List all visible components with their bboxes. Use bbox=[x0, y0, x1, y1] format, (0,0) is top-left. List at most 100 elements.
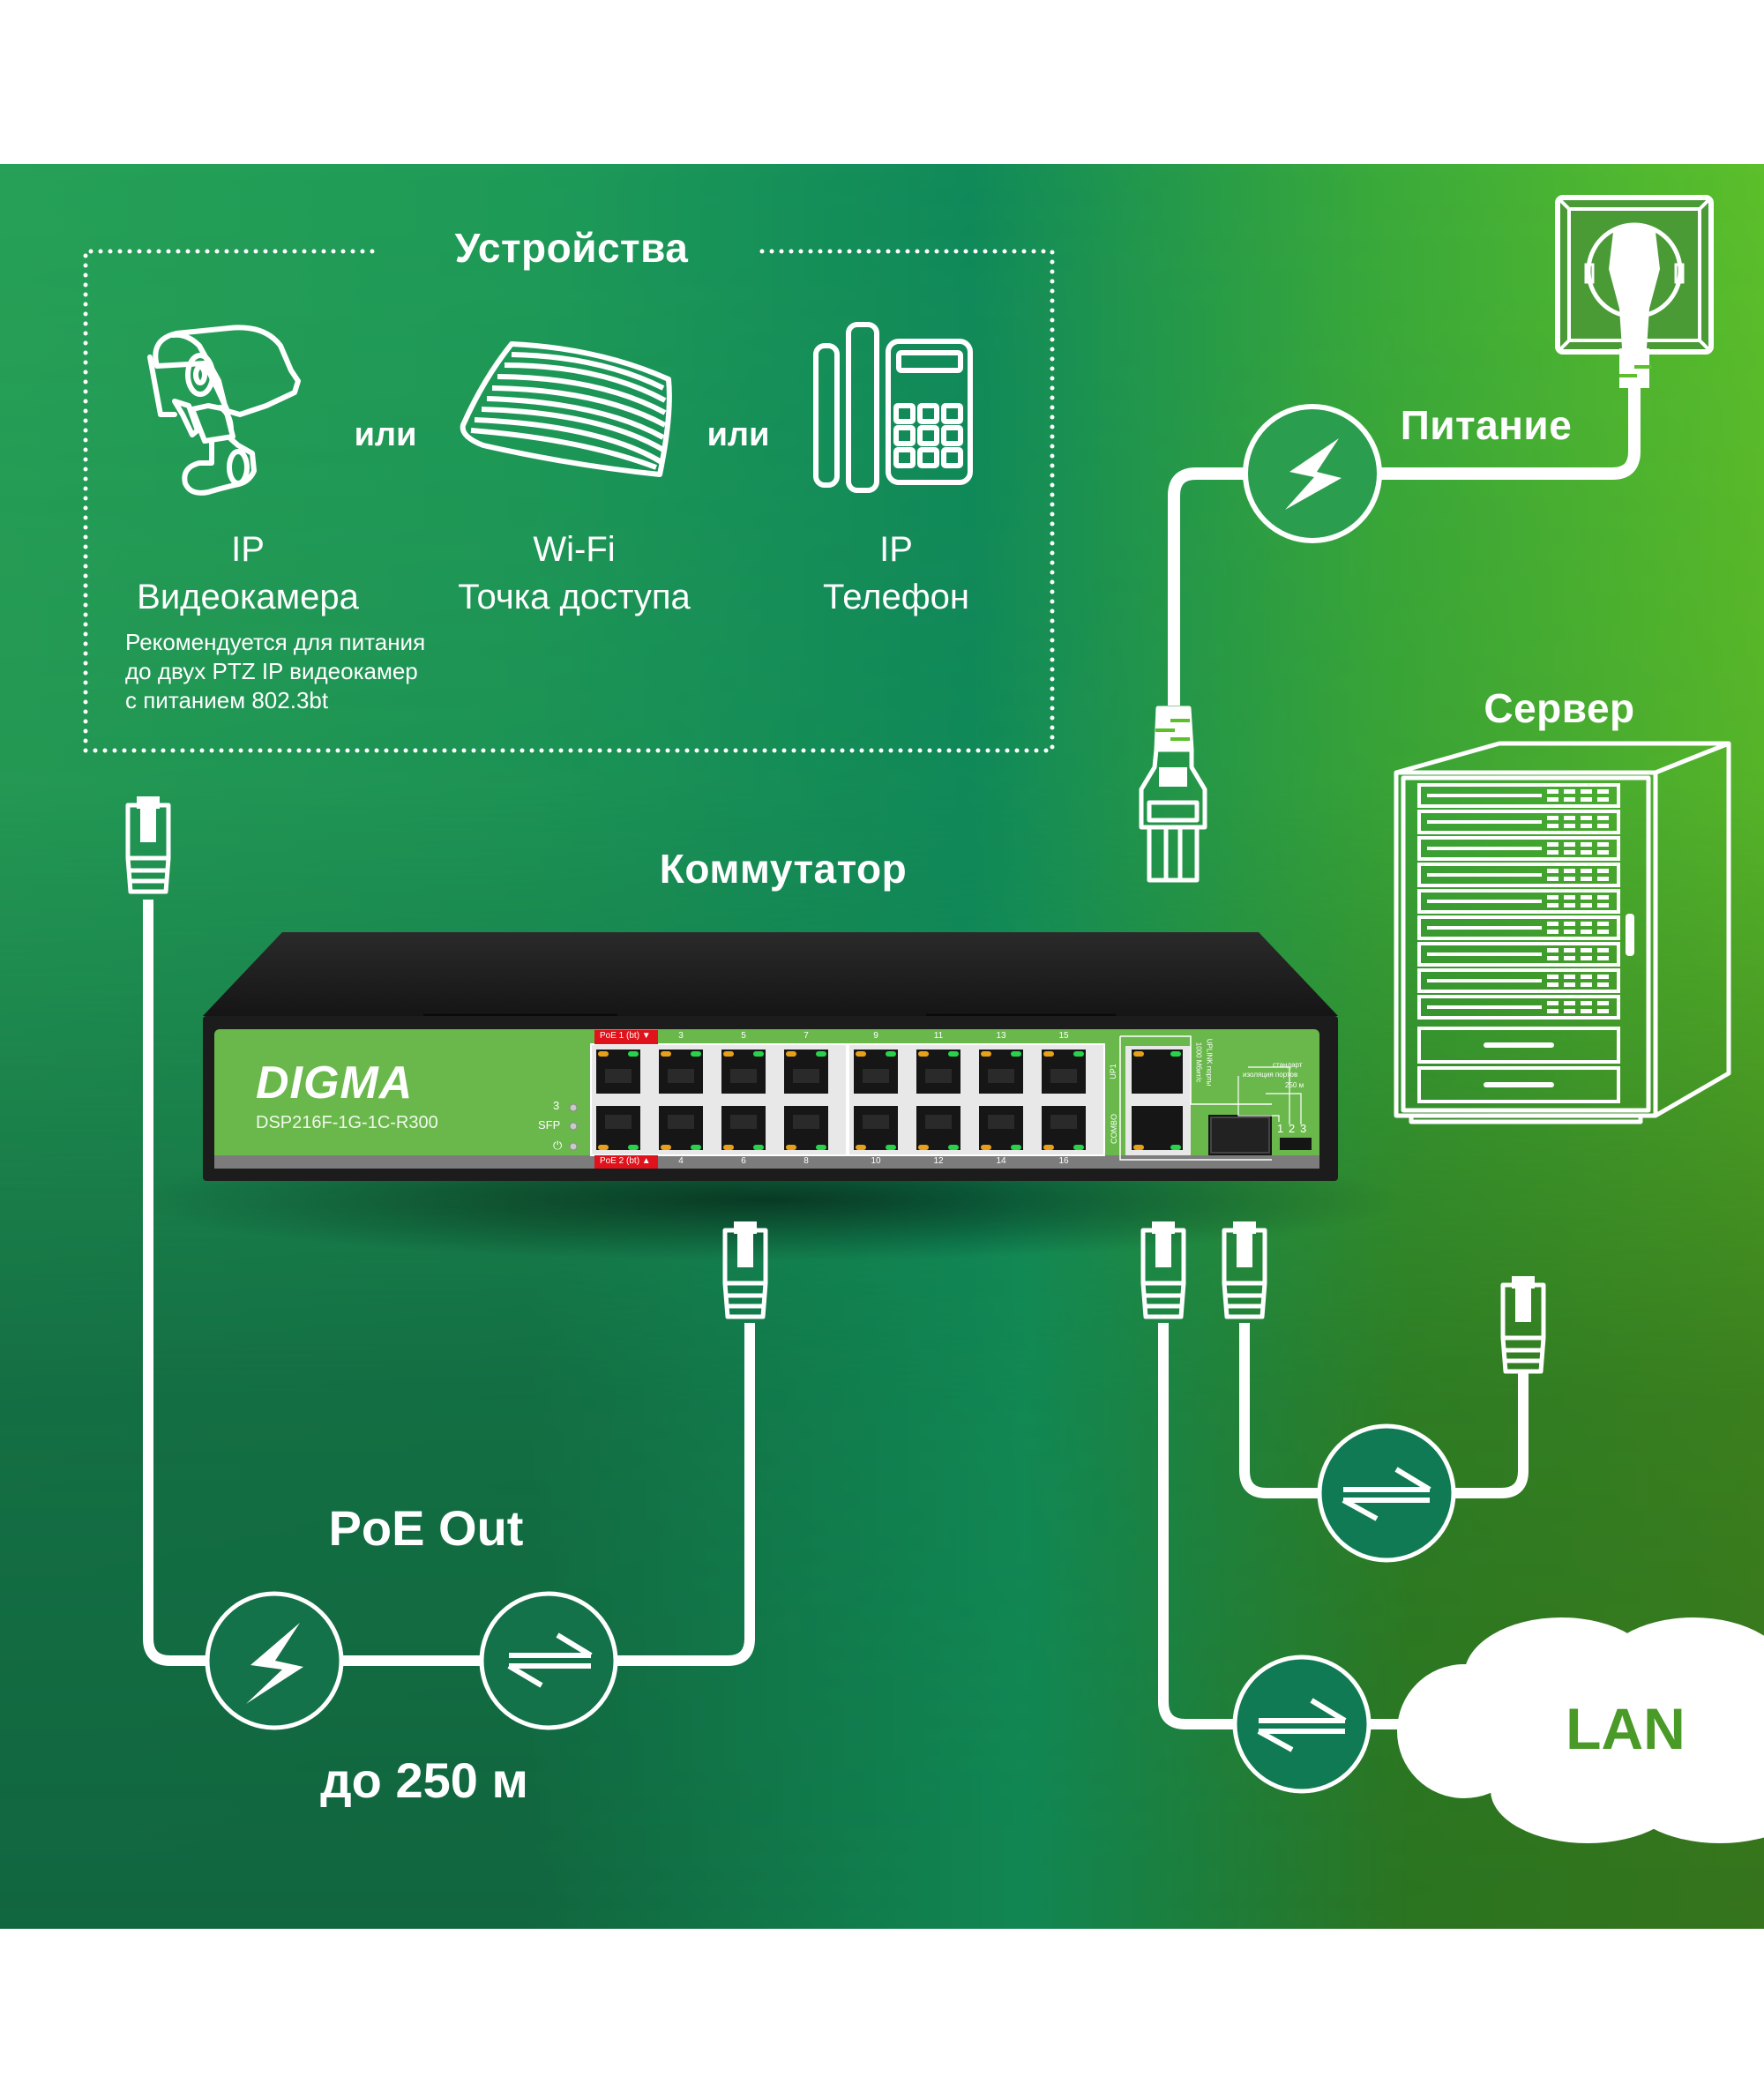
uplink-up1-label: UP1 bbox=[1108, 1064, 1117, 1079]
mode-switch-pos-3: 3 bbox=[1300, 1122, 1307, 1135]
rack-unit-slot bbox=[1427, 1005, 1542, 1009]
poe2-label: PoE 2 (bt) ▲ bbox=[600, 1156, 651, 1166]
port-number: 15 bbox=[1058, 1031, 1069, 1041]
rack-unit-led bbox=[1564, 922, 1575, 926]
rack-unit-led bbox=[1581, 842, 1592, 847]
led-3 bbox=[569, 1103, 578, 1112]
device-camera-label: IP Видеокамера bbox=[137, 526, 359, 621]
port-led-amber bbox=[856, 1145, 866, 1150]
rack-unit-led bbox=[1564, 1001, 1575, 1005]
port-led-green bbox=[691, 1051, 701, 1057]
port-led-green bbox=[753, 1051, 764, 1057]
port-contacts bbox=[730, 1069, 757, 1083]
server-label: Сервер bbox=[1484, 685, 1635, 731]
port-led-green bbox=[1170, 1145, 1181, 1150]
port-contacts bbox=[668, 1115, 694, 1129]
poe1-label: PoE 1 (bt) ▼ bbox=[600, 1031, 651, 1041]
rj45-port-grid bbox=[596, 1050, 1086, 1150]
lightning-icon bbox=[246, 1623, 303, 1704]
device-ap-line1: Wi-Fi bbox=[533, 530, 616, 569]
rj45-connector-icon bbox=[1140, 1221, 1186, 1319]
port-number: 4 bbox=[678, 1156, 684, 1166]
port-led-green bbox=[628, 1145, 639, 1150]
server-rack-icon bbox=[1394, 741, 1731, 1124]
port-led-green bbox=[948, 1051, 959, 1057]
device-ap-line2: Точка доступа bbox=[458, 578, 691, 616]
uplink-port bbox=[1132, 1050, 1183, 1094]
server-rack-handle bbox=[1626, 914, 1634, 956]
port-led-amber bbox=[786, 1145, 796, 1150]
camera-recommendation-note: Рекомендуется для питания до двух PTZ IP… bbox=[125, 628, 425, 715]
port-led-green bbox=[816, 1051, 826, 1057]
led-sfp bbox=[569, 1122, 578, 1131]
port-number: 6 bbox=[741, 1156, 746, 1166]
rack-unit-led bbox=[1547, 842, 1558, 847]
lan-label: LAN bbox=[1566, 1696, 1686, 1761]
rj45-connectors bbox=[125, 796, 1546, 1374]
data-exchange-icon bbox=[1257, 1698, 1347, 1752]
rack-unit-led bbox=[1581, 956, 1592, 960]
port-led-amber bbox=[856, 1051, 866, 1057]
port-contacts bbox=[863, 1115, 889, 1129]
rack-unit-led bbox=[1564, 869, 1575, 873]
rack-unit-led bbox=[1564, 956, 1575, 960]
rack-unit-led bbox=[1547, 816, 1558, 820]
rack-unit-led bbox=[1547, 922, 1558, 926]
port-contacts bbox=[605, 1115, 632, 1129]
port-led-amber bbox=[723, 1145, 734, 1150]
rack-unit bbox=[1417, 968, 1620, 993]
uplink-speed-label: 1000 Мбит/с bbox=[1194, 1042, 1203, 1083]
port-contacts bbox=[925, 1069, 952, 1083]
rack-unit bbox=[1417, 915, 1620, 940]
rack-drawer bbox=[1417, 1066, 1620, 1103]
port-led-amber bbox=[1043, 1145, 1054, 1150]
rack-unit-led bbox=[1564, 816, 1575, 820]
sfp-port bbox=[1210, 1117, 1270, 1154]
rack-unit-led bbox=[1547, 850, 1558, 855]
port-led-amber bbox=[981, 1051, 991, 1057]
lan-data-circle bbox=[1232, 1655, 1372, 1794]
rack-unit-led bbox=[1597, 922, 1609, 926]
led-label-power: ⏻ bbox=[553, 1139, 563, 1152]
poe-out-title: PoE Out bbox=[328, 1500, 524, 1556]
rack-unit-led bbox=[1547, 877, 1558, 881]
rack-unit-led bbox=[1597, 842, 1609, 847]
power-label: Питание bbox=[1400, 402, 1573, 448]
ip-phone-icon bbox=[813, 322, 973, 493]
mode-label-250m: 250 м bbox=[1285, 1081, 1304, 1089]
device-camera-line2: Видеокамера bbox=[137, 578, 359, 616]
port-contacts bbox=[605, 1069, 632, 1083]
rack-unit-led bbox=[1597, 824, 1609, 828]
rack-unit-led bbox=[1581, 903, 1592, 908]
port-led-green bbox=[628, 1051, 639, 1057]
port-led-amber bbox=[1133, 1051, 1144, 1057]
port-number: 8 bbox=[804, 1156, 809, 1166]
rack-unit-led bbox=[1581, 982, 1592, 987]
rack-unit-led bbox=[1547, 869, 1558, 873]
rack-unit-led bbox=[1564, 824, 1575, 828]
uplink-ports bbox=[1132, 1050, 1270, 1154]
poe-out-cable bbox=[143, 900, 755, 1666]
rack-drawer-handle bbox=[1484, 1042, 1554, 1048]
data-exchange-icon bbox=[1342, 1467, 1431, 1521]
rack-unit bbox=[1417, 863, 1620, 887]
port-led-amber bbox=[786, 1051, 796, 1057]
port-led-amber bbox=[918, 1051, 929, 1057]
mode-switch-pos-2: 2 bbox=[1289, 1122, 1296, 1135]
rack-unit-led bbox=[1581, 1001, 1592, 1005]
rack-unit-led bbox=[1564, 1009, 1575, 1013]
rack-unit-slot bbox=[1427, 873, 1542, 877]
rack-unit-led bbox=[1597, 877, 1609, 881]
power-connector-icon bbox=[1139, 706, 1207, 883]
server-data-circle bbox=[1317, 1423, 1456, 1563]
port-led-green bbox=[691, 1145, 701, 1150]
rack-unit-led bbox=[1581, 895, 1592, 900]
power-cable-to-switch bbox=[1168, 467, 1245, 706]
rack-unit-led bbox=[1547, 824, 1558, 828]
port-number: 10 bbox=[871, 1156, 881, 1166]
note-line: до двух PTZ IP видеокамер bbox=[125, 658, 418, 684]
device-ap-label: Wi-Fi Точка доступа bbox=[458, 526, 691, 621]
switch-model: DSP216F-1G-1C-R300 bbox=[256, 1113, 438, 1132]
